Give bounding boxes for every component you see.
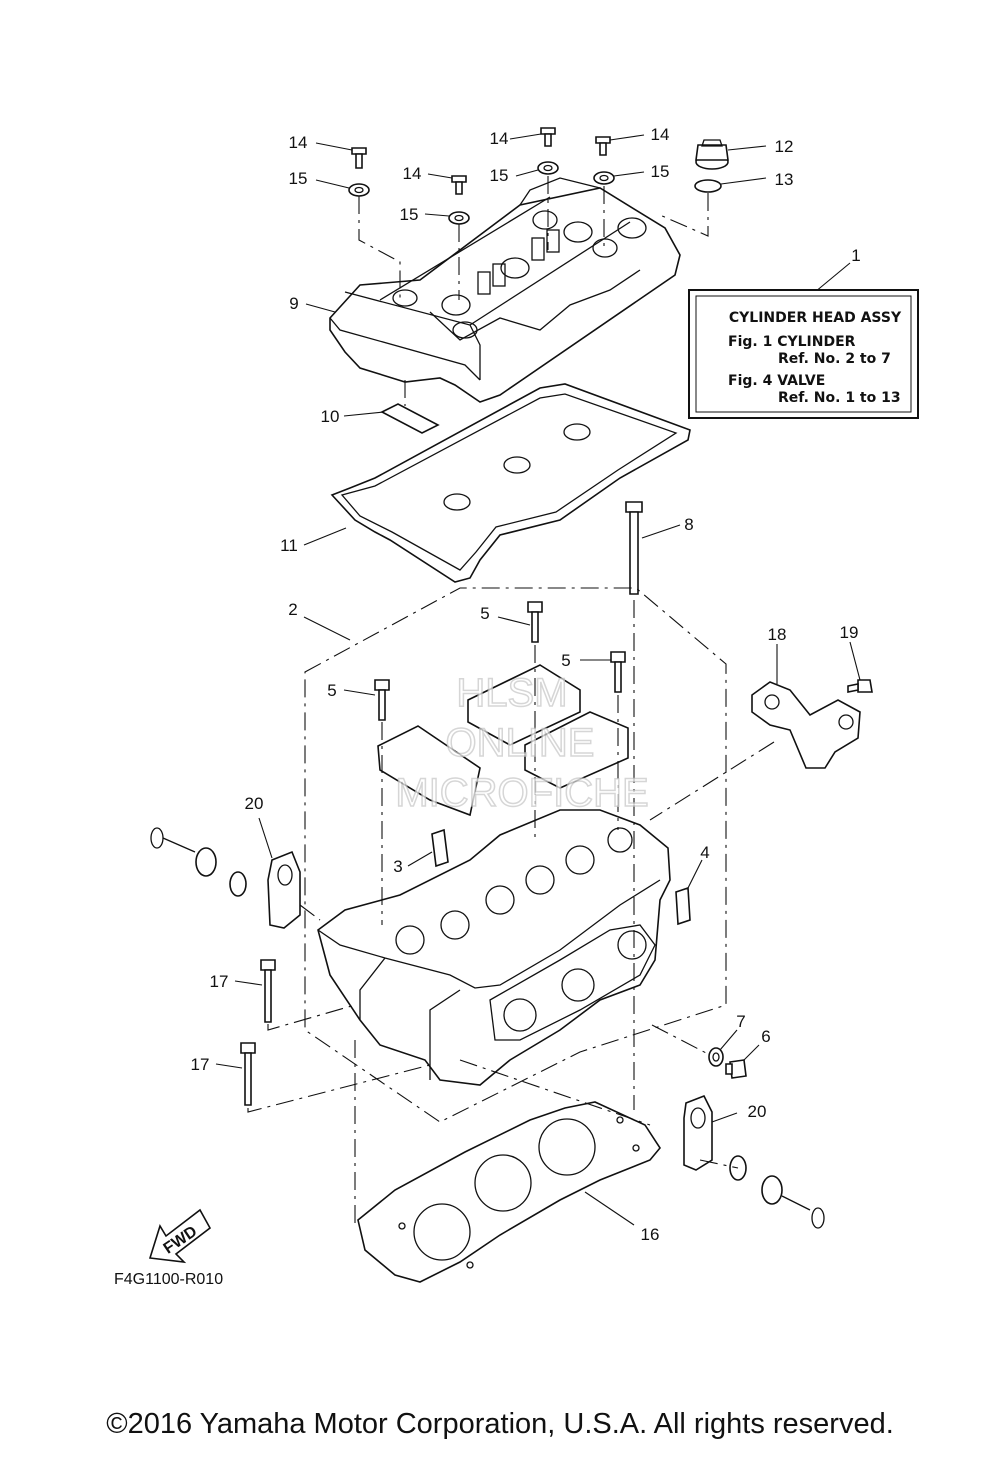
callout-2: 2 [288, 600, 297, 619]
leader-lines [215, 133, 861, 1226]
callout-labels: 14 14 14 14 15 15 15 15 12 13 1 9 10 11 … [191, 125, 861, 1244]
watermark: HLSM ONLINE MICROFICHE [395, 670, 650, 816]
figure-code: F4G1100-R010 [114, 1271, 223, 1288]
info-box-title: CYLINDER HEAD ASSY [729, 310, 902, 326]
callout-15: 15 [400, 205, 419, 224]
fwd-arrow-icon [148, 1208, 212, 1264]
callout-5: 5 [480, 604, 489, 623]
bolt-5 [374, 601, 626, 721]
callout-18: 18 [768, 625, 787, 644]
callout-7: 7 [736, 1012, 745, 1031]
plate-20-left [267, 850, 301, 929]
callout-16: 16 [641, 1225, 660, 1244]
assembly-lines [247, 176, 775, 1225]
svg-text:MICROFICHE: MICROFICHE [395, 771, 648, 815]
callout-12: 12 [775, 137, 794, 156]
cylinder-head [317, 809, 671, 1086]
plate-hardware-left [150, 827, 247, 897]
callout-9: 9 [289, 294, 298, 313]
callout-5: 5 [327, 681, 336, 700]
svg-text:HLSM: HLSM [456, 671, 567, 715]
callout-14: 14 [651, 125, 670, 144]
dowel-pin-4 [675, 886, 691, 926]
callout-6: 6 [761, 1027, 770, 1046]
cylinder-head-gasket [357, 1101, 661, 1283]
copyright-notice: ©2016 Yamaha Motor Corporation, U.S.A. A… [106, 1408, 894, 1440]
bolt-6 [725, 1059, 747, 1079]
svg-text:ONLINE: ONLINE [446, 721, 595, 765]
callout-17: 17 [210, 972, 229, 991]
o-ring [694, 179, 722, 193]
bolt-17 [240, 959, 276, 1106]
info-box-text: CYLINDER HEAD ASSY Fig. 1 CYLINDER Ref. … [728, 310, 902, 406]
callout-15: 15 [651, 162, 670, 181]
info-box-line3: Fig. 4 VALVE [728, 373, 825, 389]
callout-8: 8 [684, 515, 693, 534]
callout-4: 4 [700, 843, 709, 862]
bolt-14-a [351, 147, 367, 169]
callout-15: 15 [490, 166, 509, 185]
camshaft-caps [377, 664, 629, 817]
callout-5: 5 [561, 651, 570, 670]
bolt-14-c [540, 127, 556, 147]
washer-7 [708, 1047, 724, 1067]
bracket-18 [751, 681, 861, 769]
bolt-14-d [595, 136, 611, 156]
bolt-8 [625, 501, 643, 595]
callout-14: 14 [403, 164, 422, 183]
head-cover-gasket [330, 383, 691, 583]
callout-20: 20 [245, 794, 264, 813]
callout-3: 3 [393, 857, 402, 876]
callout-15: 15 [289, 169, 308, 188]
plate-hardware-right [729, 1155, 825, 1229]
plate-20-right [683, 1094, 713, 1171]
callout-20: 20 [748, 1102, 767, 1121]
bolt-14-b [451, 175, 467, 195]
callout-17: 17 [191, 1055, 210, 1074]
cylinder-head-cover [329, 177, 681, 403]
callout-1: 1 [851, 246, 860, 265]
dowel-pin-3 [431, 828, 449, 868]
cover-bracket [380, 403, 440, 434]
callout-19: 19 [840, 623, 859, 642]
callout-11: 11 [280, 536, 298, 555]
info-box-line1: Fig. 1 CYLINDER [728, 334, 856, 350]
info-box-line4: Ref. No. 1 to 13 [778, 390, 901, 406]
info-box [688, 262, 919, 419]
callout-10: 10 [321, 407, 340, 426]
washer-15 [348, 161, 615, 225]
callout-13: 13 [775, 170, 794, 189]
bolt-19 [847, 679, 873, 693]
oil-filler-cap [695, 139, 729, 170]
callout-14: 14 [289, 133, 308, 152]
info-box-line2: Ref. No. 2 to 7 [778, 351, 891, 367]
callout-14: 14 [490, 129, 509, 148]
cylinder-head-assembly-outline [304, 587, 727, 1123]
